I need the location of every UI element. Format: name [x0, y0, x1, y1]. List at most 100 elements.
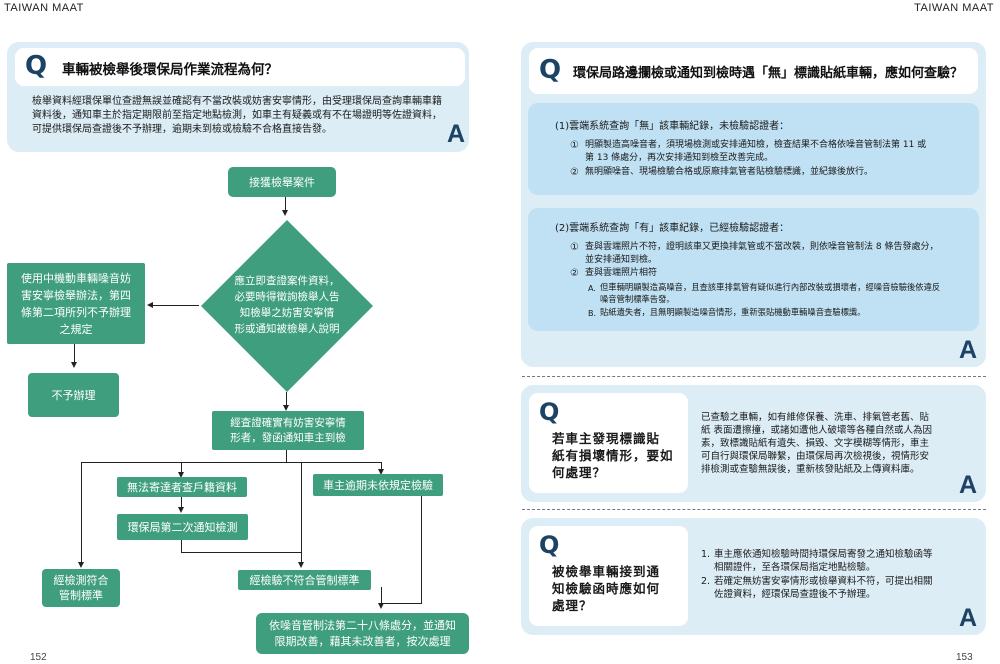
- flow-line: [81, 462, 83, 563]
- q4-item1-num: 1.: [701, 549, 711, 560]
- q3-question-card: Q 若車主發現標識貼 紙有損壞情形，要如 何處理？: [529, 393, 688, 493]
- flow-line: [381, 587, 383, 604]
- flow-line: [285, 197, 287, 211]
- q4-title-line: 被檢舉車輛接到通: [552, 564, 661, 579]
- q3-title-line: 何處理？: [552, 465, 607, 480]
- flow-arrow: [71, 362, 77, 368]
- flow-decision-line: 必要時得徵詢檢舉人告: [234, 291, 340, 303]
- header-right: TAIWAN MAAT: [914, 2, 994, 14]
- q2-sec2-item1-line: 查與雲端照片不符，證明該車又更換排氣管或不當改裝，則依噪音管制法 8 條告發處分…: [585, 242, 939, 252]
- flow-confirmed-line: 形者，發函通知車主到檢: [230, 431, 346, 444]
- flow-line: [74, 344, 76, 364]
- flow-exemption-line: 條第二項所列不予辦理: [21, 305, 131, 319]
- flow-line: [152, 305, 199, 307]
- q2-sec1-item1: 明顯製造高噪音者，須現場檢測或安排通知檢，檢查結果不合格依噪音管制法第 11 或…: [585, 139, 970, 165]
- flow-fail: 經檢驗不符合管制標準: [238, 570, 371, 590]
- divider: [522, 376, 986, 377]
- q4-item1-line: 相關證件，至各環保局指定地點檢驗。: [714, 562, 876, 573]
- q2-sec2-item1-line: 並安排通知到檢。: [585, 255, 658, 265]
- flow-arrow: [147, 302, 153, 308]
- q2-sec2-item1: 查與雲端照片不符，證明該車又更換排氣管或不當改裝，則依噪音管制法 8 條告發處分…: [585, 241, 970, 267]
- flow-second-notice: 環保局第二次通知檢測: [117, 514, 248, 540]
- q2-sec2-subB-label: B.: [588, 309, 597, 318]
- q2-sec2-item2: 查與雲端照片相符: [585, 268, 658, 278]
- q2-question-bar: Q 環保局路邊攔檢或通知到檢時遇「無」標識貼紙車輛，應如何查驗？: [529, 48, 978, 94]
- flow-decision-line: 應立即查證案件資料，: [234, 275, 340, 287]
- q3-a-label: A: [959, 471, 978, 499]
- flow-line: [381, 462, 383, 471]
- q2-sec2-item2-num: ②: [570, 268, 579, 279]
- q4-item1: 車主應依通知檢驗時間持環保局寄發之通知檢驗函等 相關證件，至各環保局指定地點檢驗…: [714, 548, 976, 574]
- q4-title-line: 知檢驗函時應如何: [552, 581, 661, 596]
- flow-line: [286, 392, 288, 406]
- q2-sec2-item1-num: ①: [570, 242, 579, 253]
- q4-item2-line: 佐證資料，經環保局查證後不予辦理。: [714, 589, 876, 600]
- q4-title-line: 處理？: [552, 598, 593, 613]
- flow-arrow: [178, 472, 184, 478]
- flow-penalty: 依噪音管制法第二十八條處分，並通知 限期改善，藉其未改善者，按次處理: [256, 613, 469, 654]
- flow-line: [181, 497, 183, 508]
- flow-arrow: [178, 507, 184, 513]
- q3-answer: 已查驗之車輛，如有維修保養、洗車、排氣管老舊、貼 紙 表面遭擦撞，或諸如遭他人破…: [701, 411, 971, 476]
- q2-q-label: Q: [539, 55, 562, 85]
- flow-confirmed-line: 經查證確實有妨害安寧情: [230, 416, 346, 429]
- flow-exemption-rule: 使用中機動車輛噪音妨 害安寧檢舉辦法，第四 條第二項所列不予辦理 之規定: [7, 263, 145, 344]
- flow-no-action: 不予辦理: [28, 373, 119, 417]
- q1-a-label: A: [447, 120, 466, 148]
- q2-sec1-item2-num: ②: [570, 167, 579, 178]
- q2-a-label: A: [959, 336, 978, 364]
- flow-line: [301, 462, 303, 563]
- flow-line: [181, 552, 302, 554]
- q3-answer-line: 素，致標識貼紙有遺失、損毀、文字模糊等情形，車主: [701, 438, 930, 449]
- flow-decision-text: 應立即查證案件資料， 必要時得徵詢檢舉人告 知檢舉之妨害安寧情 形或通知被檢舉人…: [224, 273, 350, 337]
- flow-penalty-line: 限期改善，藉其未改善者，按次處理: [274, 634, 451, 648]
- q2-sec1-item1-line: 明顯製造高噪音者，須現場檢測或安排通知檢，檢查結果不合格依噪音管制法第 11 或: [585, 140, 927, 150]
- q3-answer-line: 紙 表面遭擦撞，或諸如遭他人破壞等各種自然或人為因: [701, 425, 933, 436]
- q4-item2-num: 2.: [701, 576, 711, 587]
- q1-panel: Q 車輛被檢舉後環保局作業流程為何？ 檢舉資料經環保單位查證無誤並確認有不當改裝…: [7, 42, 469, 152]
- q4-a-label: A: [959, 604, 978, 632]
- q4-q-label: Q: [539, 531, 560, 559]
- q1-title: 車輛被檢舉後環保局作業流程為何？: [62, 62, 278, 78]
- q2-sec1-title: (1)雲端系統查詢「無」該車輛紀錄，未檢驗認證者：: [555, 121, 790, 132]
- flow-pass-line: 管制標準: [59, 589, 103, 602]
- flow-pass: 經檢測符合 管制標準: [42, 569, 120, 607]
- q2-panel: Q 環保局路邊攔檢或通知到檢時遇「無」標識貼紙車輛，應如何查驗？ (1)雲端系統…: [521, 42, 986, 367]
- flow-exemption-line: 之規定: [59, 322, 93, 336]
- q1-question-bar: Q 車輛被檢舉後環保局作業流程為何？: [15, 48, 465, 86]
- flow-line: [181, 462, 183, 473]
- flow-arrow: [378, 469, 384, 475]
- q3-panel: Q 若車主發現標識貼 紙有損壞情形，要如 何處理？ 已查驗之車輛，如有維修保養、…: [521, 385, 986, 502]
- q4-item1-line: 車主應依通知檢驗時間持環保局寄發之通知檢驗函等: [714, 549, 933, 560]
- q2-title: 環保局路邊攔檢或通知到檢時遇「無」標識貼紙車輛，應如何查驗？: [573, 66, 964, 81]
- divider: [522, 509, 986, 510]
- flow-decision-line: 形或通知被檢舉人說明: [234, 323, 340, 335]
- q4-item2-line: 若確定無妨害安寧情形或檢舉資料不符，可提出相關: [714, 576, 933, 587]
- flow-penalty-line: 依噪音管制法第二十八條處分，並通知: [269, 618, 456, 632]
- flow-pass-line: 經檢測符合: [53, 574, 109, 587]
- flow-line: [381, 603, 422, 605]
- flow-undeliverable: 無法寄達者查戶籍資料: [117, 477, 247, 497]
- flow-line: [286, 450, 288, 463]
- flow-decision-line: 知檢舉之妨害安寧情: [239, 307, 335, 319]
- q2-sec2-subB: 貼紙遺失者，且無明顯製造噪音情形，重新張貼機動車輛噪音查驗標識。: [600, 307, 866, 317]
- q2-section-1: (1)雲端系統查詢「無」該車輛紀錄，未檢驗認證者： ① 明顯製造高噪音者，須現場…: [528, 103, 979, 195]
- q3-answer-line: 排檢測或查驗無誤後，重新核發貼紙及上傳資料庫。: [701, 464, 920, 475]
- q1-q-label: Q: [25, 51, 48, 81]
- flow-exemption-line: 害安寧檢舉辦法，第四: [21, 288, 131, 302]
- q2-section-2: (2)雲端系統查詢「有」該車紀錄，已經檢驗認證者： ① 查與雲端照片不符，證明該…: [528, 208, 979, 331]
- q4-title: 被檢舉車輛接到通 知檢驗函時應如何 處理？: [552, 563, 682, 614]
- flow-confirmed: 經查證確實有妨害安寧情 形者，發函通知車主到檢: [212, 411, 364, 450]
- q4-question-card: Q 被檢舉車輛接到通 知檢驗函時應如何 處理？: [529, 526, 688, 626]
- q2-sec1-item2: 無明顯噪音、現場檢驗合格或原廠排氣管者貼檢驗標識，並紀錄後放行。: [585, 167, 874, 177]
- q3-title: 若車主發現標識貼 紙有損壞情形，要如 何處理？: [552, 430, 682, 481]
- q1-answer: 檢舉資料經環保單位查證無誤並確認有不當改裝或妨害安寧情形，由受理環保局查詢車輛車…: [32, 96, 442, 135]
- flow-arrow: [298, 562, 304, 568]
- flow-exemption-line: 使用中機動車輛噪音妨: [21, 271, 131, 285]
- q2-sec2-subA: 但車輛明顯製造高噪音，且查該車排氣管有疑似進行內部改裝或損壞者，經噪音檢驗後依違…: [600, 281, 972, 305]
- flow-arrow: [282, 210, 288, 216]
- flow-line: [421, 496, 423, 604]
- flow-arrow: [78, 562, 84, 568]
- q4-panel: Q 被檢舉車輛接到通 知檢驗函時應如何 處理？ 1. 車主應依通知檢驗時間持環保…: [521, 518, 986, 635]
- flow-arrow: [283, 405, 289, 411]
